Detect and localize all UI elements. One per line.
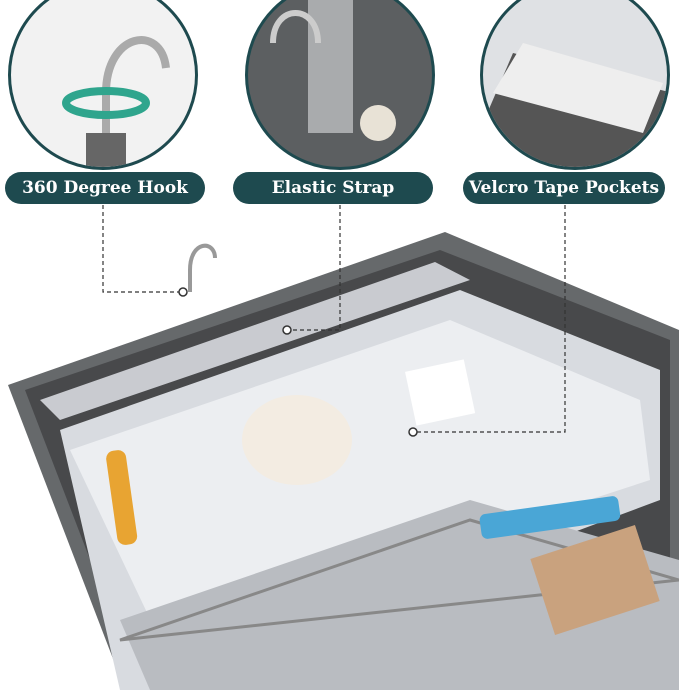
pocket-icon [483, 43, 667, 167]
hook-icon [62, 36, 170, 167]
callout-dots [178, 287, 418, 437]
toiletry-bag [8, 232, 679, 690]
callout-label-pockets: Velcro Tape Pockets [463, 172, 665, 204]
strap-icon [270, 0, 396, 141]
callout-lines [102, 205, 566, 433]
pockets-detail-image [480, 0, 670, 170]
strap-detail-image [245, 0, 435, 170]
callout-label-hook: 360 Degree Hook [5, 172, 205, 204]
callout-label-strap: Elastic Strap [233, 172, 433, 204]
hook-detail-image [8, 0, 198, 170]
